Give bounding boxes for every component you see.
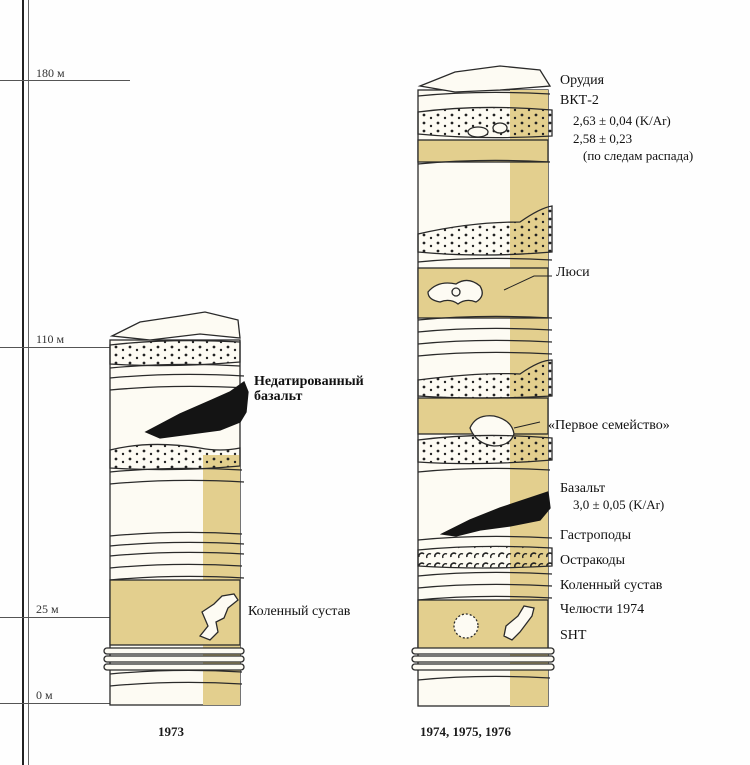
scale-tick-110 (0, 347, 110, 348)
leader-lines (503, 275, 552, 429)
scale-label-25: 25 м (36, 602, 59, 616)
scale-tick-0 (0, 703, 110, 704)
scale-label-180: 180 м (36, 66, 65, 80)
label-ostracods: Остракоды (560, 553, 626, 568)
scale-axis-line-1 (22, 0, 24, 765)
label-knee-1974: Коленный сустав (560, 578, 663, 593)
label-sht: SHT (560, 628, 587, 643)
column-1974-1976 (411, 65, 555, 707)
label-vkt2: ВКТ-2 (560, 93, 599, 108)
label-date-vkt2-note: (по следам распада) (583, 148, 694, 163)
scale-tick-180 (0, 80, 130, 81)
label-jaws-1974: Челюсти 1974 (560, 602, 645, 617)
label-undated-basalt-line2: базальт (254, 389, 303, 404)
label-knee-1973: Коленный сустав (248, 604, 351, 619)
scale-label-110: 110 м (36, 332, 65, 346)
label-tools: Орудия (560, 73, 605, 88)
scale-axis-line-2 (28, 0, 29, 765)
label-first-family: «Первое семейство» (548, 418, 670, 433)
label-undated-basalt-line1: Недатированный (254, 374, 364, 389)
label-date-vkt2-kar: 2,63 ± 0,04 (K/Ar) (573, 113, 671, 128)
caption-1974-1976: 1974, 1975, 1976 (420, 724, 511, 739)
label-basalt-date: 3,0 ± 0,05 (K/Ar) (573, 497, 665, 512)
scale-label-0: 0 м (36, 688, 53, 702)
scale-tick-25 (0, 617, 110, 618)
label-gastropods: Гастроподы (560, 528, 632, 543)
column-1973 (103, 311, 249, 706)
caption-1973: 1973 (158, 724, 184, 739)
label-basalt: Базальт (560, 481, 606, 496)
label-date-vkt2-fission: 2,58 ± 0,23 (573, 131, 633, 146)
label-lucy: Люси (556, 265, 590, 280)
